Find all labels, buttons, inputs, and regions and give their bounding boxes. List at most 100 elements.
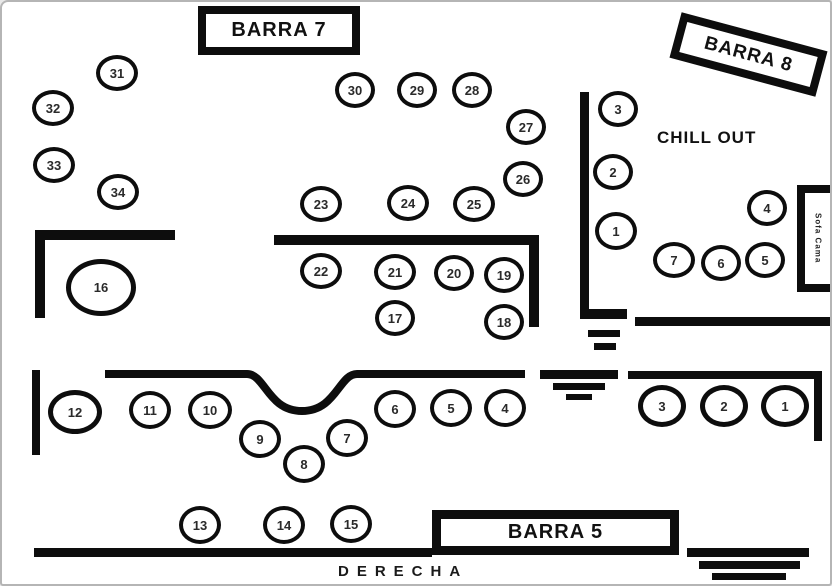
table-chill-3[interactable]: 3 bbox=[598, 91, 638, 127]
wall-segment bbox=[529, 235, 539, 327]
table-main-14[interactable]: 14 bbox=[263, 506, 305, 544]
table-main-4[interactable]: 4 bbox=[484, 389, 526, 427]
table-number: 30 bbox=[347, 82, 363, 98]
table-main-17[interactable]: 17 bbox=[375, 300, 415, 336]
wall-segment bbox=[628, 371, 822, 379]
table-number: 18 bbox=[496, 314, 512, 330]
table-number: 27 bbox=[518, 119, 534, 135]
table-number: 2 bbox=[720, 398, 728, 414]
table-number: 7 bbox=[670, 252, 678, 268]
table-main-28[interactable]: 28 bbox=[452, 72, 492, 108]
stairs-step bbox=[712, 573, 786, 580]
table-main-27[interactable]: 27 bbox=[506, 109, 546, 145]
table-main-1[interactable]: 1 bbox=[761, 385, 809, 427]
table-main-19[interactable]: 19 bbox=[484, 257, 524, 293]
table-number: 4 bbox=[763, 200, 771, 216]
barra-5-label: BARRA 5 bbox=[507, 521, 604, 543]
table-main-13[interactable]: 13 bbox=[179, 506, 221, 544]
table-chill-4[interactable]: 4 bbox=[747, 190, 787, 226]
table-main-7[interactable]: 7 bbox=[326, 419, 368, 457]
table-main-31[interactable]: 31 bbox=[96, 55, 138, 91]
table-main-30[interactable]: 30 bbox=[335, 72, 375, 108]
table-number: 28 bbox=[464, 82, 480, 98]
table-main-2[interactable]: 2 bbox=[700, 385, 748, 427]
wall-segment bbox=[580, 92, 589, 318]
table-number: 9 bbox=[256, 431, 264, 447]
table-number: 16 bbox=[93, 279, 109, 295]
table-main-26[interactable]: 26 bbox=[503, 161, 543, 197]
sofa-cama-label: Sofa Cama bbox=[813, 213, 823, 264]
table-number: 15 bbox=[343, 516, 359, 532]
table-number: 4 bbox=[501, 400, 509, 416]
barra-7-label: BARRA 7 bbox=[231, 19, 327, 41]
table-main-3[interactable]: 3 bbox=[638, 385, 686, 427]
table-main-10[interactable]: 10 bbox=[188, 391, 232, 429]
wall-segment bbox=[580, 309, 627, 319]
table-number: 2 bbox=[609, 164, 617, 180]
stairs-step bbox=[553, 383, 605, 390]
table-main-18[interactable]: 18 bbox=[484, 304, 524, 340]
table-main-24[interactable]: 24 bbox=[387, 185, 429, 221]
table-main-25[interactable]: 25 bbox=[453, 186, 495, 222]
table-number: 17 bbox=[387, 310, 403, 326]
table-number: 14 bbox=[276, 517, 292, 533]
table-main-16[interactable]: 16 bbox=[66, 258, 136, 316]
table-chill-6[interactable]: 6 bbox=[701, 245, 741, 281]
table-main-9[interactable]: 9 bbox=[239, 420, 281, 458]
table-main-33[interactable]: 33 bbox=[33, 147, 75, 183]
table-main-34[interactable]: 34 bbox=[97, 174, 139, 210]
table-number: 20 bbox=[446, 265, 462, 281]
table-number: 3 bbox=[614, 101, 622, 117]
wall-segment bbox=[274, 235, 539, 245]
chill-out-label: CHILL OUT bbox=[657, 128, 757, 147]
table-main-20[interactable]: 20 bbox=[434, 255, 474, 291]
table-number: 12 bbox=[67, 404, 83, 420]
derecha-label: DERECHA bbox=[338, 563, 469, 580]
table-number: 33 bbox=[46, 157, 62, 173]
table-main-15[interactable]: 15 bbox=[330, 505, 372, 543]
table-number: 19 bbox=[496, 267, 512, 283]
table-main-29[interactable]: 29 bbox=[397, 72, 437, 108]
table-number: 24 bbox=[400, 195, 416, 211]
sofa-cama-box: Sofa Cama bbox=[797, 185, 830, 292]
wall-segment bbox=[34, 548, 432, 557]
wall-segment bbox=[814, 371, 822, 441]
table-main-32[interactable]: 32 bbox=[32, 90, 74, 126]
table-chill-2[interactable]: 2 bbox=[593, 154, 633, 190]
table-number: 3 bbox=[658, 398, 666, 414]
table-number: 23 bbox=[313, 196, 329, 212]
table-main-23[interactable]: 23 bbox=[300, 186, 342, 222]
table-main-11[interactable]: 11 bbox=[129, 391, 171, 429]
stairs-step bbox=[566, 394, 592, 400]
table-number: 25 bbox=[466, 196, 482, 212]
table-number: 7 bbox=[343, 430, 351, 446]
wall-segment bbox=[32, 370, 40, 455]
table-number: 32 bbox=[45, 100, 61, 116]
table-number: 1 bbox=[612, 223, 620, 239]
table-main-21[interactable]: 21 bbox=[374, 254, 416, 290]
table-number: 22 bbox=[313, 263, 329, 279]
wall-segment bbox=[635, 317, 830, 326]
table-number: 26 bbox=[515, 171, 531, 187]
table-number: 34 bbox=[110, 184, 126, 200]
wall-segment bbox=[35, 230, 175, 240]
stairs-step bbox=[540, 370, 618, 379]
table-main-22[interactable]: 22 bbox=[300, 253, 342, 289]
table-chill-1[interactable]: 1 bbox=[595, 212, 637, 250]
table-number: 8 bbox=[300, 456, 308, 472]
barra-7-counter: BARRA 7 bbox=[198, 6, 360, 55]
table-chill-5[interactable]: 5 bbox=[745, 242, 785, 278]
stairs-step bbox=[588, 330, 620, 337]
table-number: 13 bbox=[192, 517, 208, 533]
barra-8-label: BARRA 8 bbox=[702, 32, 796, 76]
table-main-8[interactable]: 8 bbox=[283, 445, 325, 483]
table-number: 6 bbox=[391, 401, 399, 417]
table-main-12[interactable]: 12 bbox=[48, 390, 102, 434]
table-main-6[interactable]: 6 bbox=[374, 390, 416, 428]
table-main-5[interactable]: 5 bbox=[430, 389, 472, 427]
table-chill-7[interactable]: 7 bbox=[653, 242, 695, 278]
table-number: 5 bbox=[761, 252, 769, 268]
table-number: 10 bbox=[202, 402, 218, 418]
